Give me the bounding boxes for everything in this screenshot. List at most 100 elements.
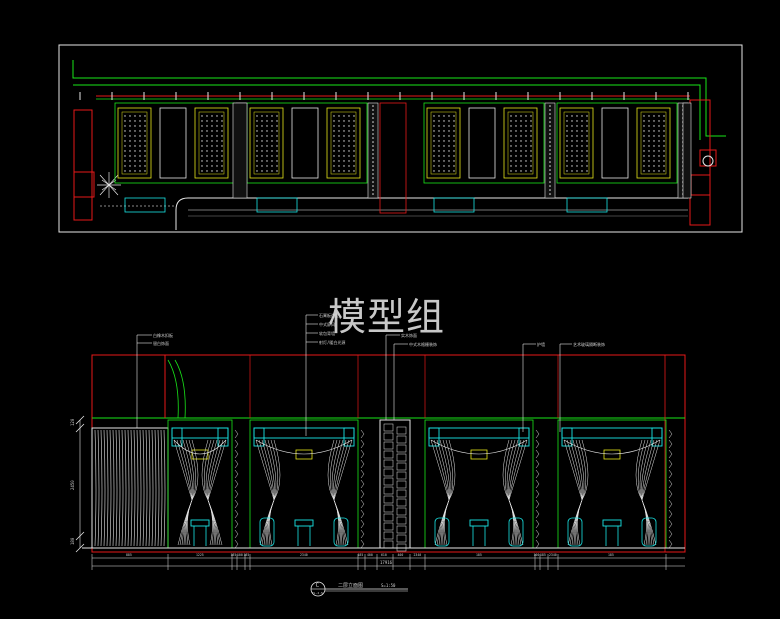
sofa-tuft	[648, 165, 650, 167]
sofa-tuft	[211, 135, 213, 137]
ornament-cell	[396, 525, 407, 534]
sofa-tuft	[139, 120, 141, 122]
sofa-tuft	[530, 130, 532, 132]
sofa-tuft	[338, 155, 340, 157]
sofa-tuft	[663, 125, 665, 127]
lattice-corner	[561, 427, 573, 447]
partition-texture	[372, 117, 374, 119]
slat	[94, 429, 97, 547]
sofa-cushion	[198, 111, 225, 175]
sofa-tuft	[566, 155, 568, 157]
curtain-left	[268, 439, 279, 546]
ornament-cell	[396, 480, 407, 489]
sofa-tuft	[139, 130, 141, 132]
sofa-tuft	[271, 115, 273, 117]
sofa-tuft	[256, 165, 258, 167]
sofa-tuft	[271, 155, 273, 157]
sofa	[636, 107, 671, 179]
watermark-text: 模型组	[328, 295, 446, 339]
sofa-tuft	[586, 120, 588, 122]
sofa-tuft	[129, 125, 131, 127]
slat	[121, 429, 124, 547]
partition-texture	[549, 133, 551, 135]
sofa-tuft	[343, 160, 345, 162]
sofa-tuft	[581, 120, 583, 122]
sofa-tuft	[144, 145, 146, 147]
sofa-tuft	[566, 150, 568, 152]
vine	[360, 459, 365, 469]
sofa	[194, 107, 229, 179]
sofa-tuft	[276, 115, 278, 117]
sofa-tuft	[448, 140, 450, 142]
sofa-tuft	[256, 120, 258, 122]
sofa-tuft	[525, 165, 527, 167]
sofa-tuft	[453, 165, 455, 167]
sofa-tuft	[453, 160, 455, 162]
slat	[112, 429, 115, 547]
sofa-tuft	[433, 125, 435, 127]
sofa-tuft	[221, 135, 223, 137]
sofa-tuft	[221, 145, 223, 147]
sofa-tuft	[271, 125, 273, 127]
sofa-tuft	[433, 120, 435, 122]
sofa-tuft	[438, 145, 440, 147]
sofa-tuft	[653, 140, 655, 142]
sofa-tuft	[353, 170, 355, 172]
sofa-tuft	[520, 170, 522, 172]
stool	[469, 519, 489, 527]
slat	[139, 429, 142, 547]
vine	[360, 519, 365, 529]
sofa-tuft	[566, 125, 568, 127]
sofa-tuft	[124, 115, 126, 117]
sofa-tuft	[266, 170, 268, 172]
sofa-tuft	[653, 160, 655, 162]
sofa-tuft	[581, 145, 583, 147]
sofa-tuft	[520, 160, 522, 162]
sofa-tuft	[643, 135, 645, 137]
sofa-tuft	[216, 115, 218, 117]
sofa-tuft	[206, 150, 208, 152]
sofa-tuft	[276, 140, 278, 142]
sofa-tuft	[581, 140, 583, 142]
sofa-tuft	[338, 125, 340, 127]
sofa-tuft	[453, 140, 455, 142]
vine	[360, 499, 365, 509]
table	[601, 107, 629, 179]
sofa-tuft	[353, 145, 355, 147]
sofa-tuft	[139, 165, 141, 167]
sofa-tuft	[566, 120, 568, 122]
sofa-tuft	[453, 145, 455, 147]
sofa-tuft	[353, 125, 355, 127]
sofa-tuft	[443, 115, 445, 117]
sofa-tuft	[271, 150, 273, 152]
sofa-tuft	[448, 115, 450, 117]
floor-slab	[566, 197, 608, 213]
curtain-valance	[430, 439, 528, 455]
sofa-tuft	[643, 115, 645, 117]
sofa-tuft	[520, 165, 522, 167]
sofa-tuft	[134, 125, 136, 127]
partition-texture	[549, 185, 551, 187]
sofa-tuft	[276, 150, 278, 152]
sofa-tuft	[576, 125, 578, 127]
sofa-tuft	[438, 140, 440, 142]
sofa-tuft	[216, 170, 218, 172]
dim-label: 885	[126, 553, 132, 557]
sofa-tuft	[124, 150, 126, 152]
sofa-tuft	[201, 160, 203, 162]
sofa-tuft	[581, 135, 583, 137]
sofa-tuft	[525, 135, 527, 137]
partition-texture	[372, 165, 374, 167]
sofa-tuft	[576, 160, 578, 162]
ornament-cell	[396, 534, 407, 543]
partition-texture	[549, 161, 551, 163]
armchair	[641, 517, 657, 547]
curtain-valance	[255, 439, 353, 455]
sofa-tuft	[648, 140, 650, 142]
sofa-tuft	[206, 165, 208, 167]
title-sheet: EL-2.5	[312, 591, 323, 595]
ornament-cell	[396, 435, 407, 444]
partition-texture	[549, 181, 551, 183]
sofa-tuft	[201, 130, 203, 132]
sofa-tuft	[216, 125, 218, 127]
